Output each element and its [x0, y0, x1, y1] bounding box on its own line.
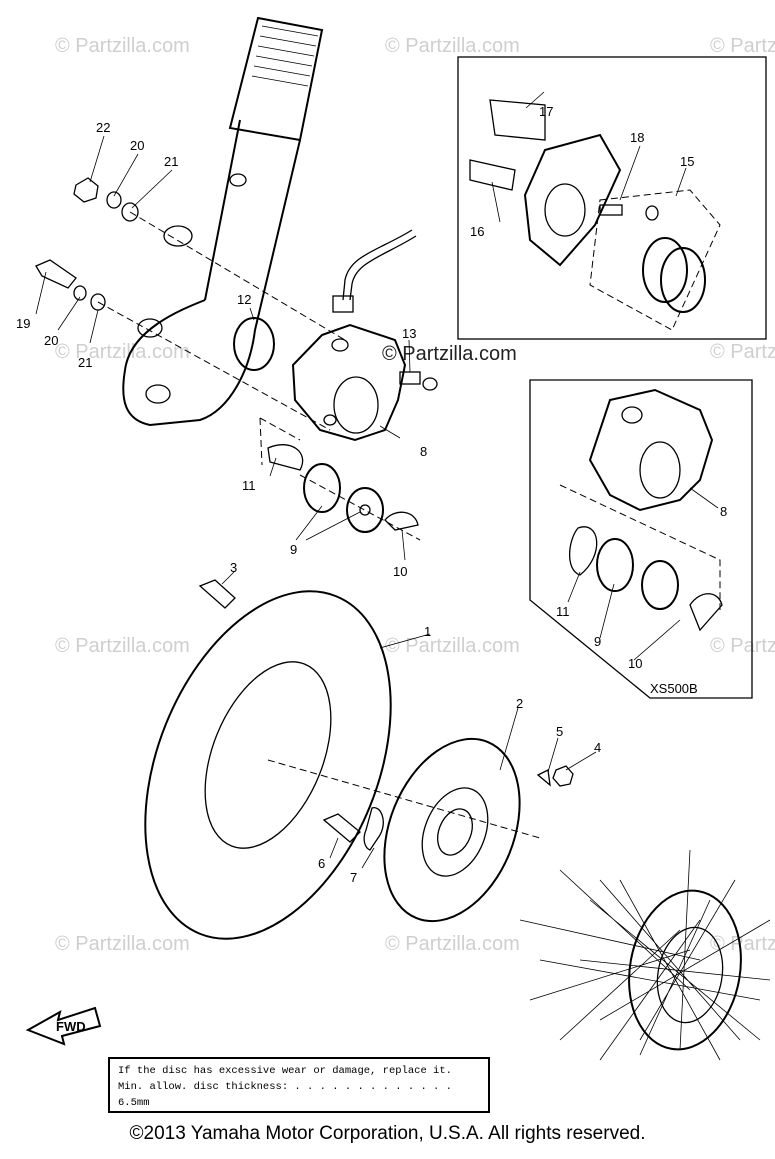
disc-wear-note: If the disc has excessive wear or damage…: [108, 1057, 490, 1113]
fwd-arrow-icon: FWD: [25, 1006, 102, 1046]
callout-21b: 21: [78, 355, 92, 370]
callout-21: 21: [164, 154, 178, 169]
copyright-text: ©2013 Yamaha Motor Corporation, U.S.A. A…: [129, 1123, 646, 1144]
callout-11b: 11: [556, 604, 570, 619]
watermark-layer: © Partzilla.com © Partzilla.com © Partzi…: [55, 35, 775, 955]
variant-label: XS500B: [650, 681, 698, 696]
callout-20: 20: [130, 138, 144, 153]
callout-16: 16: [470, 224, 484, 239]
callout-1: 1: [424, 624, 431, 639]
note-line: If the disc has excessive wear or damage…: [118, 1065, 452, 1077]
disc-bolts: [198, 579, 574, 851]
caliper-emblem: [233, 317, 275, 371]
watermark: © Partzilla.com: [55, 341, 190, 363]
watermark: © Partzilla.com: [55, 35, 190, 57]
callout-8b: 8: [720, 504, 727, 519]
wheel-hub: [519, 849, 771, 1061]
callout-9: 9: [290, 542, 297, 557]
brake-pads: [259, 417, 421, 541]
inset-piston-assembly: [457, 56, 767, 340]
callout-12: 12: [237, 292, 251, 307]
callout-9b: 9: [594, 634, 601, 649]
callout-17: 17: [539, 104, 553, 119]
watermark-center: © Partzilla.com: [382, 343, 517, 365]
callout-20b: 20: [44, 333, 58, 348]
callout-5: 5: [556, 724, 563, 739]
watermark: © Partzilla.com: [710, 933, 775, 955]
brake-hose: [332, 229, 417, 313]
watermark: © Partzilla.com: [385, 933, 520, 955]
callout-7: 7: [350, 870, 357, 885]
callout-6: 6: [318, 856, 325, 871]
inset-xs500b: [529, 379, 753, 699]
fwd-label: FWD: [56, 1019, 86, 1034]
callout-lines: [35, 91, 719, 869]
disc-hub: [267, 737, 541, 923]
callout-11: 11: [242, 478, 256, 493]
front-fork: [122, 16, 324, 427]
callout-labels: 22 20 21 19 20 21 12 13 8 11 9 10 3 1 2 …: [16, 104, 727, 885]
callout-10: 10: [393, 564, 407, 579]
callout-10b: 10: [628, 656, 642, 671]
watermark: © Partzilla.com: [710, 635, 775, 657]
watermark: © Partzilla.com: [710, 341, 775, 363]
callout-15: 15: [680, 154, 694, 169]
callout-19: 19: [16, 316, 30, 331]
watermark: © Partzilla.com: [385, 35, 520, 57]
watermark: © Partzilla.com: [385, 635, 520, 657]
watermark: © Partzilla.com: [55, 635, 190, 657]
callout-8: 8: [420, 444, 427, 459]
callout-3: 3: [230, 560, 237, 575]
brake-disc: [144, 590, 392, 940]
mounting-bolts: [35, 177, 346, 431]
watermark: © Partzilla.com: [55, 933, 190, 955]
bleed-screw: [399, 371, 438, 391]
brake-caliper: [291, 323, 407, 442]
note-line: Min. allow. disc thickness: . . . . . . …: [118, 1081, 452, 1109]
callout-4: 4: [594, 740, 601, 755]
callout-13: 13: [402, 326, 416, 341]
watermark: © Partzilla.com: [710, 35, 775, 57]
callout-2: 2: [516, 696, 523, 711]
callout-18: 18: [630, 130, 644, 145]
callout-22: 22: [96, 120, 110, 135]
